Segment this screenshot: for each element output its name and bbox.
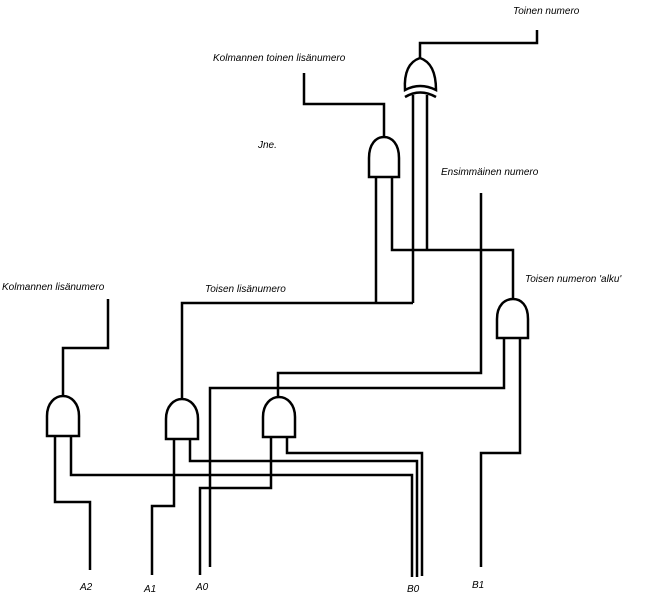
label-kolmannen-toinen-lisanumero: Kolmannen toinen lisänumero [213,53,346,64]
and-gate-top [367,135,401,179]
and-gate-a1 [164,397,200,441]
label-input-a1: A1 [143,584,156,595]
and-gate-a0 [261,395,297,439]
label-input-b0: B0 [407,584,420,595]
label-toisen-lisanumero: Toisen lisänumero [205,284,286,295]
wire-and-top-in-right [390,177,515,300]
wire-toisen-lisanumero [180,301,413,400]
label-input-a2: A2 [79,582,93,593]
xor-gate [403,56,438,99]
and-gate-a2 [45,394,81,438]
label-kolmannen-lisanumero: Kolmannen lisänumero [2,282,105,293]
label-input-a0: A0 [195,582,209,593]
label-input-b1: B1 [472,580,484,591]
label-jne: Jne. [257,140,277,151]
wire-and-right-in-right [479,338,522,567]
wire-kolmannen-toinen [302,73,386,137]
wire-and-a0-in-left [198,437,273,575]
wire-and-a1-in-left [150,439,176,575]
and-gate-right [495,297,530,340]
label-ensimmainen-numero: Ensimmäinen numero [441,167,539,178]
label-toisen-numeron-alku: Toisen numeron 'alku' [525,274,622,285]
wire-and-right-in-left [208,338,506,567]
wire-ensimmainen-numero [276,193,483,397]
wire-and-a2-in-right [69,436,414,577]
label-toinen-numero: Toinen numero [513,6,580,17]
wire-and-a1-in-right [188,439,419,577]
wire-toinen-numero [418,30,539,58]
wire-and-a2-in-left [53,436,92,570]
wire-kolmannen-lisanumero [61,299,110,397]
wire-and-a0-in-right [285,437,424,576]
